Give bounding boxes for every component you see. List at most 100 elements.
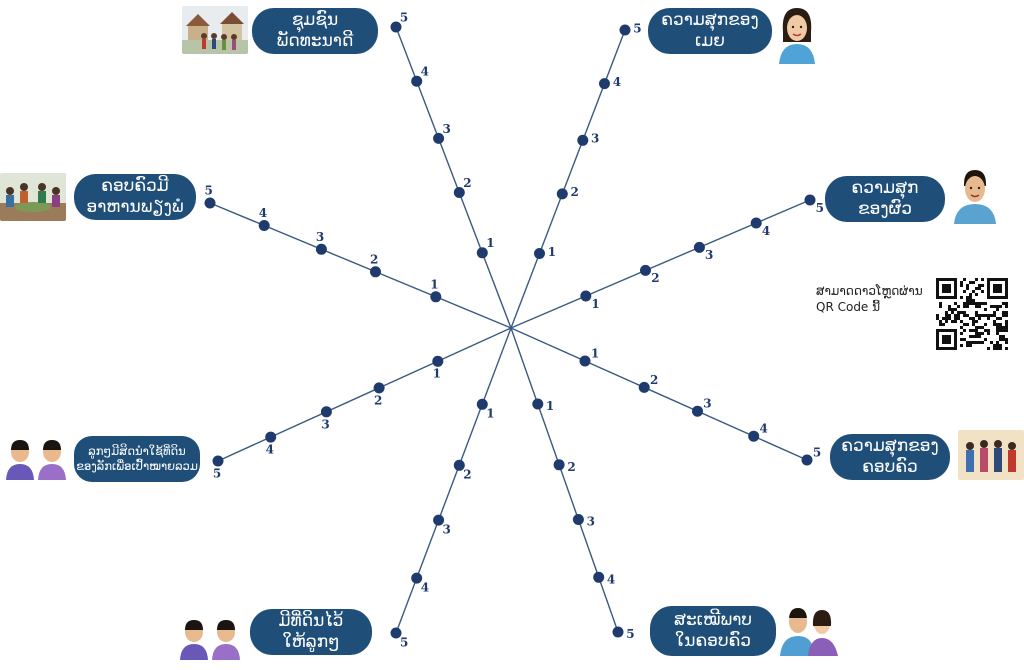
scale-dot[interactable] [553,459,565,471]
qr-module [966,302,969,305]
scale-number: 2 [463,176,471,190]
scale-dot[interactable] [373,382,385,394]
qr-code-icon[interactable] [936,278,1008,350]
scale-dot[interactable] [433,132,445,144]
scale-number: 5 [816,201,824,215]
children-pair-illustration-top [2,436,70,480]
scale-dot[interactable] [265,431,277,443]
scale-dot[interactable] [476,247,488,259]
qr-module [978,284,981,287]
label-line: ມີທີ່ດິນໄວ້ [278,611,344,631]
scale-dot[interactable] [593,571,605,583]
scale-dot[interactable] [390,627,402,639]
qr-module [954,320,957,323]
scale-number: 5 [400,11,408,25]
scale-dot[interactable] [320,406,332,418]
scale-dot[interactable] [411,75,423,87]
scale-dot[interactable] [612,626,624,638]
qr-module [957,314,960,317]
qr-module [951,308,954,311]
scale-dot[interactable] [693,241,705,253]
qr-module [963,323,966,326]
qr-module [942,323,945,326]
scale-dot[interactable] [433,514,445,526]
couple-illustration [778,604,842,656]
qr-module [987,329,990,332]
scale-dot[interactable] [453,459,465,471]
scale-dot[interactable] [476,398,488,410]
label-line: ອາຫານພຽງພໍ [86,197,184,217]
spoke-line-community-unity [395,26,512,329]
qr-module [990,305,993,308]
qr-module [984,329,987,332]
qr-module [942,317,945,320]
scale-dot[interactable] [801,454,813,466]
scale-dot[interactable] [692,405,703,417]
scale-dot[interactable] [411,572,423,584]
scale-dot[interactable] [370,266,381,278]
qr-module [1005,326,1008,329]
scale-dot[interactable] [390,21,402,33]
qr-module [963,314,966,317]
qr-module [996,347,999,350]
label-line: ພັດທະນາດີ [276,31,354,51]
scale-dot[interactable] [315,243,327,255]
qr-module [978,314,981,317]
scale-dot[interactable] [577,134,589,146]
qr-module [996,323,999,326]
scale-number: 1 [548,245,556,259]
qr-module [981,326,984,329]
scale-dot[interactable] [258,220,270,231]
scale-dot[interactable] [750,217,762,229]
qr-module [975,335,978,338]
scale-dot[interactable] [212,455,224,467]
scale-dot[interactable] [532,398,544,410]
qr-module [978,317,981,320]
family-group-illustration [958,430,1024,480]
qr-module [960,281,963,284]
qr-module [957,311,960,314]
qr-module [993,311,996,314]
qr-module [963,290,966,293]
scale-dot[interactable] [572,514,584,525]
scale-dot[interactable] [580,290,592,302]
qr-caption-line: ສາມາດດາວໂຫຼດຜ່ານ [816,284,923,298]
label-line: ຊຸມຊົນ [291,10,339,30]
qr-module [969,341,972,344]
scale-dot[interactable] [599,78,610,90]
scale-dot[interactable] [804,194,816,206]
spoke-line-family-equality [510,327,619,633]
scale-number: 1 [486,407,494,421]
qr-module [975,320,978,323]
scale-dot[interactable] [748,430,760,442]
label-line: ໃຫ້ລູກໆ [282,632,340,652]
qr-module [960,296,963,299]
scale-number: 1 [433,367,441,381]
qr-module [957,317,960,320]
qr-module [972,317,975,320]
woman-portrait-illustration [773,2,821,64]
qr-module [978,305,981,308]
qr-module [978,302,981,305]
scale-dot[interactable] [640,264,651,276]
scale-dot[interactable] [432,355,444,367]
scale-dot[interactable] [430,291,442,303]
qr-module [975,287,978,290]
scale-dot[interactable] [453,187,465,198]
qr-module [984,338,987,341]
scale-dot[interactable] [204,197,216,209]
qr-module [966,284,969,287]
scale-dot[interactable] [534,248,545,259]
qr-module [966,299,969,302]
label-wife-happiness: ຄວາມສຸກຂອງ ເມຍ [648,8,772,54]
scale-dot[interactable] [556,188,568,200]
label-family-happiness: ຄວາມສຸກຂອງ ຄອບຄົວ [830,434,950,480]
qr-module [972,320,975,323]
spoke-line-family-food [209,202,512,329]
scale-dot[interactable] [579,355,591,367]
qr-module [984,323,987,326]
qr-module [993,314,996,317]
qr-module [960,326,963,329]
scale-dot[interactable] [619,24,631,36]
scale-dot[interactable] [638,381,650,393]
